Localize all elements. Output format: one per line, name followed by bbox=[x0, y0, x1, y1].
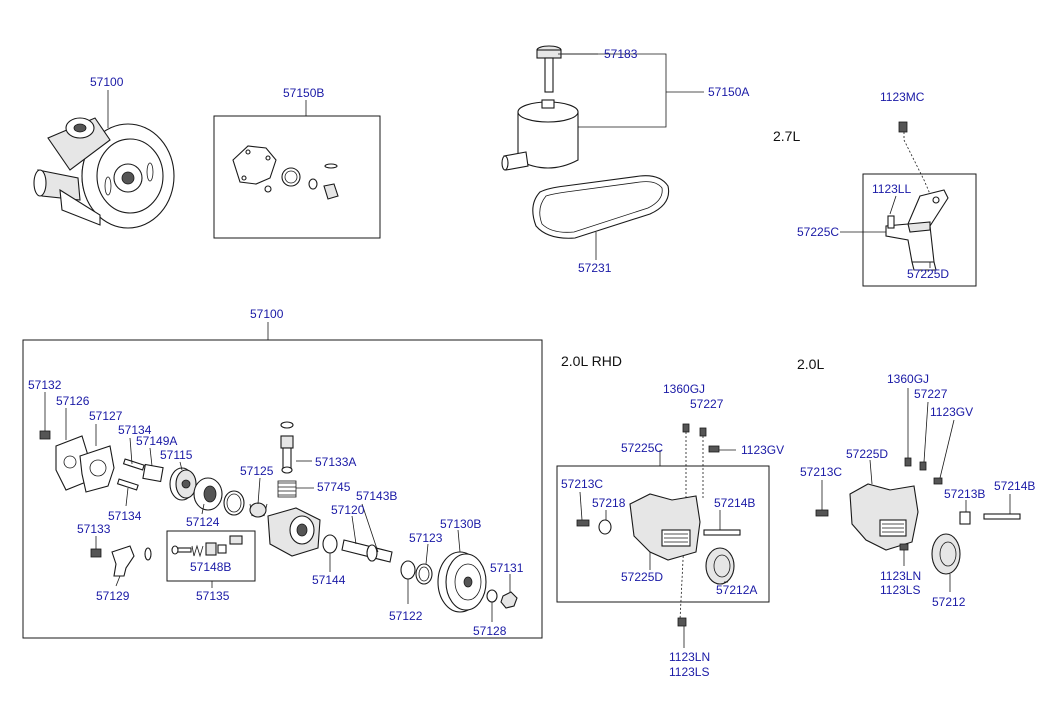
part-label-1123ln-rhd[interactable]: 1123LN bbox=[669, 650, 710, 664]
part-label-57218[interactable]: 57218 bbox=[592, 496, 626, 510]
part-label-57213c-rhd[interactable]: 57213C bbox=[561, 477, 603, 491]
part-label-57129[interactable]: 57129 bbox=[96, 589, 130, 603]
part-label-57745[interactable]: 57745 bbox=[317, 480, 351, 494]
part-label-57124[interactable]: 57124 bbox=[186, 515, 220, 529]
part-label-57133a[interactable]: 57133A bbox=[315, 455, 356, 469]
section-title-2-0l: 2.0L bbox=[797, 356, 824, 372]
gasket-kit-box bbox=[213, 115, 381, 239]
reservoir-drawing bbox=[501, 45, 579, 171]
part-label-57125[interactable]: 57125 bbox=[240, 464, 274, 478]
part-label-57120[interactable]: 57120 bbox=[331, 503, 365, 517]
part-label-1123ls-rhd[interactable]: 1123LS bbox=[669, 665, 709, 679]
bracket-20l-rhd-box bbox=[556, 465, 770, 603]
exploded-pump-parts bbox=[39, 421, 518, 613]
part-label-1123ln[interactable]: 1123LN bbox=[880, 569, 921, 583]
part-label-57132[interactable]: 57132 bbox=[28, 378, 62, 392]
part-label-57100-main[interactable]: 57100 bbox=[250, 307, 284, 321]
part-label-57134-upper[interactable]: 57134 bbox=[118, 423, 152, 437]
valve-subassembly-box bbox=[166, 530, 256, 582]
gasket-kit-drawing bbox=[232, 145, 339, 200]
part-label-57148b[interactable]: 57148B bbox=[190, 560, 231, 574]
part-label-57150a[interactable]: 57150A bbox=[708, 85, 749, 99]
bracket-27l-box bbox=[862, 173, 977, 287]
part-label-57212[interactable]: 57212 bbox=[932, 595, 966, 609]
part-label-57183[interactable]: 57183 bbox=[604, 47, 638, 61]
bracket-20l-drawing bbox=[815, 457, 1021, 575]
part-label-57231[interactable]: 57231 bbox=[578, 261, 612, 275]
part-label-57213b[interactable]: 57213B bbox=[944, 487, 985, 501]
section-title-2-7l: 2.7L bbox=[773, 128, 800, 144]
part-label-1360gj-rhd[interactable]: 1360GJ bbox=[663, 382, 705, 396]
part-label-57143b[interactable]: 57143B bbox=[356, 489, 397, 503]
part-label-57127[interactable]: 57127 bbox=[89, 409, 123, 423]
bracket-27l-drawing bbox=[885, 121, 949, 271]
pump-exploded-box bbox=[22, 339, 543, 639]
part-label-57149a[interactable]: 57149A bbox=[136, 434, 177, 448]
part-label-57100-top[interactable]: 57100 bbox=[90, 75, 124, 89]
part-label-57133[interactable]: 57133 bbox=[77, 522, 111, 536]
part-label-57123[interactable]: 57123 bbox=[409, 531, 443, 545]
power-steering-pump-drawing bbox=[33, 117, 175, 229]
part-label-57227-rhd[interactable]: 57227 bbox=[690, 397, 724, 411]
part-label-57126[interactable]: 57126 bbox=[56, 394, 90, 408]
part-label-57225d[interactable]: 57225D bbox=[846, 447, 888, 461]
part-label-1123ll[interactable]: 1123LL bbox=[872, 182, 911, 196]
part-label-57212a[interactable]: 57212A bbox=[716, 583, 757, 597]
part-label-57122[interactable]: 57122 bbox=[389, 609, 423, 623]
part-label-1123gv[interactable]: 1123GV bbox=[930, 405, 973, 419]
part-label-1123mc[interactable]: 1123MC bbox=[880, 90, 925, 104]
part-label-57225c-27l[interactable]: 57225C bbox=[797, 225, 839, 239]
part-label-1360gj[interactable]: 1360GJ bbox=[887, 372, 929, 386]
part-label-57213c[interactable]: 57213C bbox=[800, 465, 842, 479]
section-title-2-0l-rhd: 2.0L RHD bbox=[561, 353, 622, 369]
part-label-57115[interactable]: 57115 bbox=[160, 448, 193, 462]
part-label-57225c-rhd[interactable]: 57225C bbox=[621, 441, 663, 455]
part-label-57225d-27l[interactable]: 57225D bbox=[907, 267, 949, 281]
drive-belt-drawing bbox=[532, 175, 670, 239]
part-label-57134-lower[interactable]: 57134 bbox=[108, 509, 142, 523]
part-label-57227[interactable]: 57227 bbox=[914, 387, 948, 401]
part-label-1123gv-rhd[interactable]: 1123GV bbox=[741, 443, 784, 457]
part-label-57150b[interactable]: 57150B bbox=[283, 86, 324, 100]
part-label-57128[interactable]: 57128 bbox=[473, 624, 507, 638]
part-label-57225d-rhd[interactable]: 57225D bbox=[621, 570, 663, 584]
part-label-57214b[interactable]: 57214B bbox=[994, 479, 1035, 493]
bracket-20l-rhd-drawing bbox=[576, 423, 741, 627]
part-label-1123ls[interactable]: 1123LS bbox=[880, 583, 920, 597]
part-label-57130b[interactable]: 57130B bbox=[440, 517, 481, 531]
part-label-57135[interactable]: 57135 bbox=[196, 589, 230, 603]
part-label-57214b-rhd[interactable]: 57214B bbox=[714, 496, 755, 510]
part-label-57144[interactable]: 57144 bbox=[312, 573, 346, 587]
part-label-57131[interactable]: 57131 bbox=[490, 561, 524, 575]
